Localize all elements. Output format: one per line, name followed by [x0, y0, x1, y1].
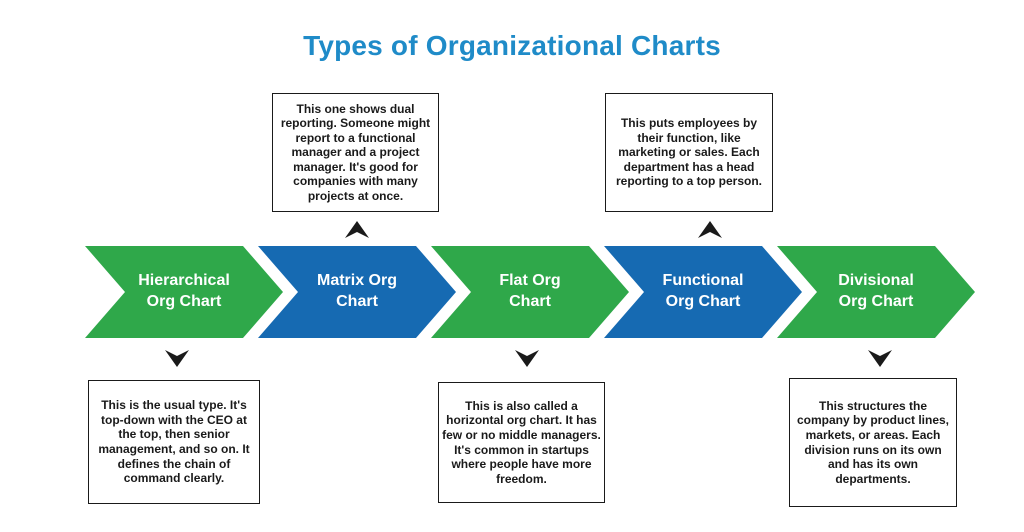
up-arrow-icon — [698, 221, 722, 238]
note-text: This structures the company by product l… — [796, 398, 950, 486]
chevron-label: Hierarchical Org Chart — [138, 272, 230, 310]
chevron-label: Functional Org Chart — [662, 272, 744, 310]
note-text: This one shows dual reporting. Someone m… — [280, 101, 431, 203]
note-box-matrix: This one shows dual reporting. Someone m… — [272, 93, 439, 212]
chevron-functional: Functional Org Chart — [604, 246, 802, 338]
chevron-flat: Flat Org Chart — [431, 246, 629, 338]
chevron-matrix: Matrix Org Chart — [258, 246, 456, 338]
down-arrow-icon — [515, 350, 539, 367]
chevron-shape — [431, 246, 629, 338]
note-text: This puts employees by their function, l… — [616, 116, 762, 189]
chevron-label: Matrix Org Chart — [316, 272, 397, 310]
chevron-shape — [777, 246, 975, 338]
chevron-shape — [604, 246, 802, 338]
chevron-shape — [85, 246, 283, 338]
chevron-label: Divisional Org Chart — [838, 272, 914, 310]
note-box-divisional: This structures the company by product l… — [789, 378, 957, 507]
note-text: This is the usual type. It's top-down wi… — [98, 398, 250, 486]
chevron-hierarchical: Hierarchical Org Chart — [85, 246, 283, 338]
chevron-shape — [258, 246, 456, 338]
chevron-divisional: Divisional Org Chart — [777, 246, 975, 338]
note-box-hierarchical: This is the usual type. It's top-down wi… — [88, 380, 260, 504]
page-title: Types of Organizational Charts — [303, 30, 721, 61]
note-box-flat: This is also called a horizontal org cha… — [438, 382, 605, 503]
note-box-functional: This puts employees by their function, l… — [605, 93, 773, 212]
chevron-label: Flat Org Chart — [499, 272, 561, 310]
down-arrow-icon — [165, 350, 189, 367]
down-arrow-icon — [868, 350, 892, 367]
note-text: This is also called a horizontal org cha… — [442, 398, 601, 486]
up-arrow-icon — [345, 221, 369, 238]
